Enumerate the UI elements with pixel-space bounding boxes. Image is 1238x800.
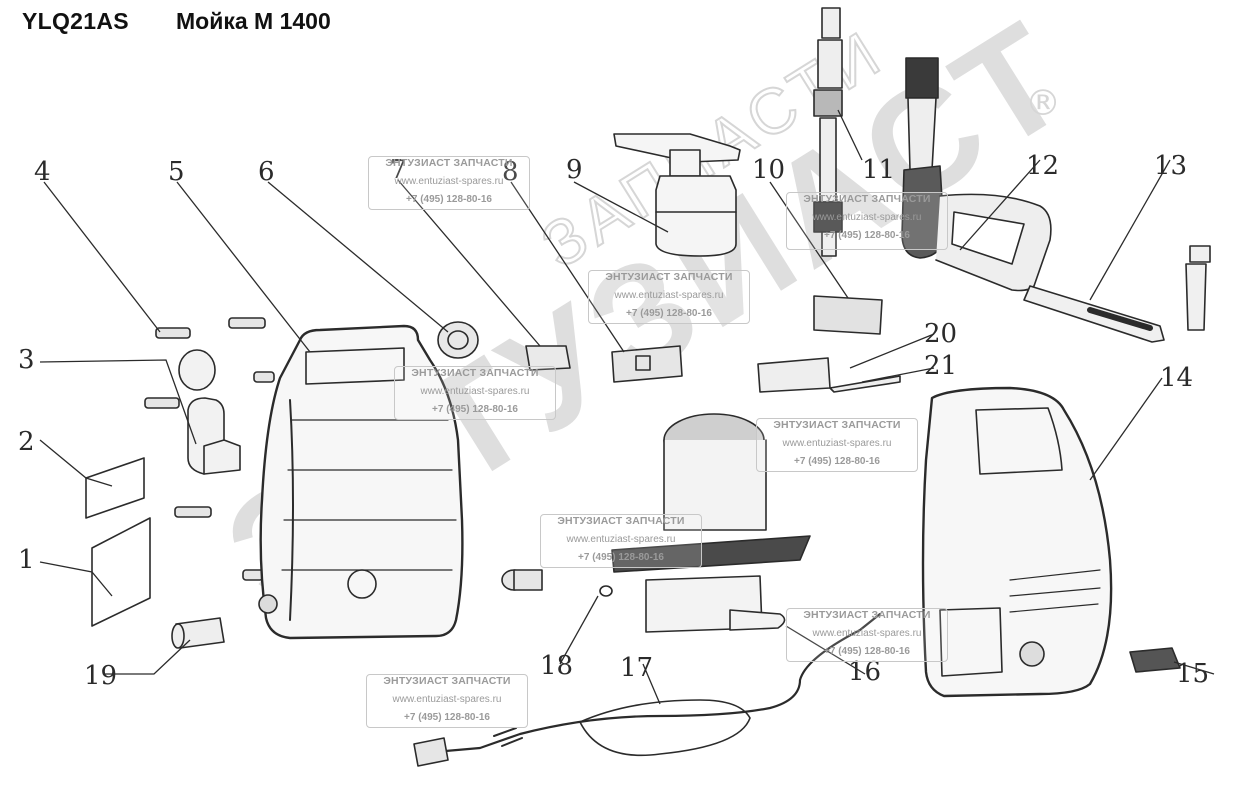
part-number: 4 bbox=[34, 157, 51, 187]
watermark-stamp: ЭНТУЗИАСТ ЗАПЧАСТИ www.entuziast-spares.… bbox=[540, 514, 702, 568]
stamp-url: www.entuziast-spares.ru bbox=[394, 176, 504, 187]
part-number: 15 bbox=[1176, 659, 1209, 689]
stamp-title: ЭНТУЗИАСТ ЗАПЧАСТИ bbox=[385, 157, 513, 169]
part-6-seal-ring bbox=[437, 321, 479, 359]
watermark-stamp: ЭНТУЗИАСТ ЗАПЧАСТИ www.entuziast-spares.… bbox=[394, 366, 556, 420]
part-number: 2 bbox=[18, 427, 35, 457]
watermark-stamp: ЭНТУЗИАСТ ЗАПЧАСТИ www.entuziast-spares.… bbox=[786, 192, 948, 250]
stamp-url: www.entuziast-spares.ru bbox=[392, 694, 502, 705]
part-number: 5 bbox=[168, 157, 185, 187]
watermark-registered-icon: ® bbox=[1025, 83, 1061, 124]
watermark-stamp: ЭНТУЗИАСТ ЗАПЧАСТИ www.entuziast-spares.… bbox=[786, 608, 948, 662]
part-number: 10 bbox=[752, 155, 785, 185]
part-18-o-ring bbox=[599, 585, 613, 597]
part-number: 3 bbox=[18, 345, 35, 375]
part-2-sticker bbox=[85, 457, 145, 519]
part-10-coupling bbox=[813, 295, 883, 335]
stamp-title: ЭНТУЗИАСТ ЗАПЧАСТИ bbox=[411, 367, 539, 379]
part-number: 18 bbox=[540, 651, 573, 681]
model-code: YLQ21AS bbox=[22, 8, 129, 34]
part-20-21-micro-switch bbox=[757, 357, 901, 393]
stamp-phone: +7 (495) 128-80-16 bbox=[578, 552, 664, 563]
stamp-title: ЭНТУЗИАСТ ЗАПЧАСТИ bbox=[557, 515, 685, 527]
stamp-phone: +7 (495) 128-80-16 bbox=[432, 404, 518, 415]
bushing bbox=[501, 569, 543, 591]
part-3-cord-hook bbox=[178, 349, 241, 475]
watermark-stamp: ЭНТУЗИАСТ ЗАПЧАСТИ www.entuziast-spares.… bbox=[756, 418, 918, 472]
stamp-phone: +7 (495) 128-80-16 bbox=[824, 230, 910, 241]
part-number: 19 bbox=[84, 661, 117, 691]
part-number: 12 bbox=[1026, 151, 1059, 181]
watermark-stamp: ЭНТУЗИАСТ ЗАПЧАСТИ www.entuziast-spares.… bbox=[588, 270, 750, 324]
part-number: 11 bbox=[862, 155, 895, 185]
part-number: 7 bbox=[390, 155, 407, 185]
stamp-url: www.entuziast-spares.ru bbox=[420, 386, 530, 397]
stamp-title: ЭНТУЗИАСТ ЗАПЧАСТИ bbox=[803, 609, 931, 621]
part-12-spray-gun bbox=[901, 57, 1052, 292]
part-14-front-housing bbox=[921, 386, 1113, 698]
part-number: 8 bbox=[502, 157, 519, 187]
part-number: 17 bbox=[620, 653, 653, 683]
part-number: 16 bbox=[848, 657, 881, 687]
part-4-screws bbox=[144, 317, 275, 581]
stamp-phone: +7 (495) 128-80-16 bbox=[406, 194, 492, 205]
part-number: 6 bbox=[258, 157, 275, 187]
stamp-title: ЭНТУЗИАСТ ЗАПЧАСТИ bbox=[773, 419, 901, 431]
part-number: 21 bbox=[924, 351, 957, 381]
part-number: 9 bbox=[566, 155, 583, 185]
part-15-nozzle bbox=[1129, 647, 1181, 673]
part-9-detergent-bottle bbox=[613, 133, 741, 257]
stamp-phone: +7 (495) 128-80-16 bbox=[626, 308, 712, 319]
stamp-title: ЭНТУЗИАСТ ЗАПЧАСТИ bbox=[383, 675, 511, 687]
stamp-url: www.entuziast-spares.ru bbox=[782, 438, 892, 449]
part-17-power-cord bbox=[413, 612, 882, 767]
stamp-title: ЭНТУЗИАСТ ЗАПЧАСТИ bbox=[605, 271, 733, 283]
product-title: Мойка М 1400 bbox=[176, 8, 331, 34]
part-number: 13 bbox=[1154, 151, 1187, 181]
part-13-hose-fitting bbox=[1023, 245, 1211, 343]
stamp-url: www.entuziast-spares.ru bbox=[566, 534, 676, 545]
part-number: 1 bbox=[18, 545, 35, 575]
part-number: 20 bbox=[924, 319, 957, 349]
part-19-knob bbox=[171, 617, 225, 649]
stamp-title: ЭНТУЗИАСТ ЗАПЧАСТИ bbox=[803, 193, 931, 205]
part-5-rear-housing bbox=[258, 324, 464, 640]
part-numbers: 1 2 3 4 5 6 7 8 9 10 11 12 13 14 15 16 1… bbox=[18, 151, 1209, 691]
watermark-stamp: ЭНТУЗИАСТ ЗАПЧАСТИ www.entuziast-spares.… bbox=[366, 674, 528, 728]
stamp-phone: +7 (495) 128-80-16 bbox=[794, 456, 880, 467]
part-16-motor-pump bbox=[611, 413, 811, 633]
stamp-phone: +7 (495) 128-80-16 bbox=[404, 712, 490, 723]
leader-lines bbox=[39, 109, 1215, 705]
stamp-url: www.entuziast-spares.ru bbox=[812, 628, 922, 639]
stamp-phone: +7 (495) 128-80-16 bbox=[824, 646, 910, 657]
stamp-url: www.entuziast-spares.ru bbox=[614, 290, 724, 301]
part-1-label-plate bbox=[91, 517, 151, 627]
stamp-url: www.entuziast-spares.ru bbox=[812, 212, 922, 223]
part-8-switch bbox=[611, 345, 683, 383]
part-11-lance bbox=[813, 7, 843, 257]
part-7-capacitor bbox=[525, 345, 571, 371]
part-number: 14 bbox=[1160, 363, 1193, 393]
watermark-stamp: ЭНТУЗИАСТ ЗАПЧАСТИ www.entuziast-spares.… bbox=[368, 156, 530, 210]
